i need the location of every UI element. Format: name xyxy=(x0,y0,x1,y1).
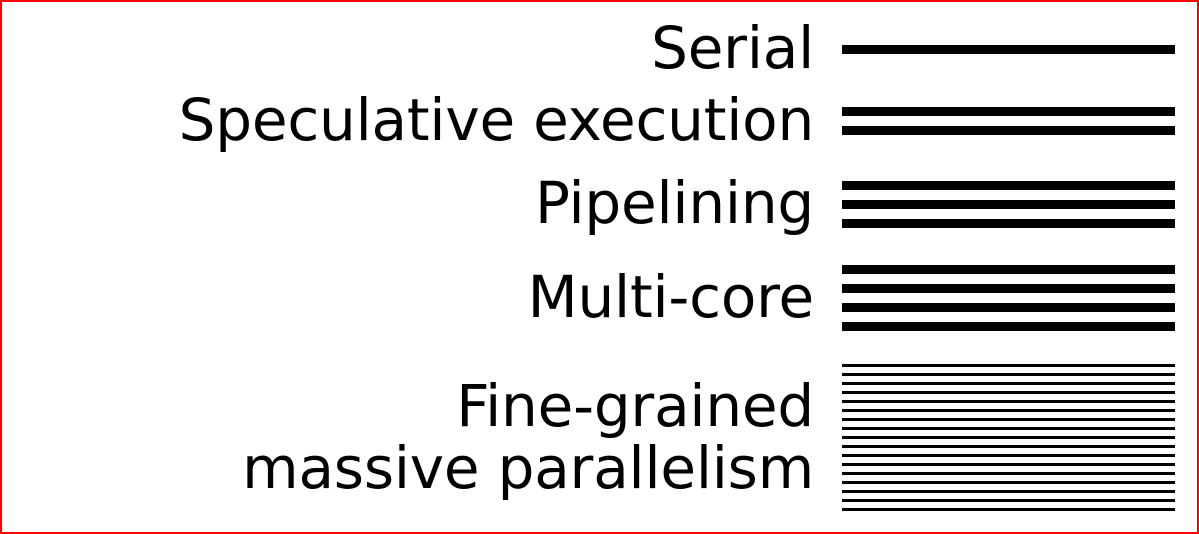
bar-group-speculative-execution xyxy=(842,107,1175,135)
row-label-multi-core: Multi-core xyxy=(527,262,815,331)
bar xyxy=(842,471,1175,475)
bar xyxy=(842,453,1175,457)
bar xyxy=(842,302,1175,312)
bar xyxy=(842,381,1175,385)
row-serial: Serial xyxy=(2,12,1197,86)
bar xyxy=(842,321,1175,331)
row-pipelining: Pipelining xyxy=(2,159,1197,249)
bar xyxy=(842,426,1175,430)
bar xyxy=(842,417,1175,421)
bar xyxy=(842,507,1175,511)
bar xyxy=(842,218,1175,228)
bar xyxy=(842,264,1175,274)
bar-group-pipelining xyxy=(842,180,1175,228)
row-fine-grained-massive-parallelism: Fine-grained massive parallelism xyxy=(2,346,1197,528)
bar xyxy=(842,199,1175,209)
bar-group-fine-grained-massive-parallelism xyxy=(842,363,1175,511)
row-speculative-execution: Speculative execution xyxy=(2,83,1197,159)
bar xyxy=(842,180,1175,190)
bar xyxy=(842,399,1175,403)
bar xyxy=(842,126,1175,135)
bar-group-serial xyxy=(842,44,1175,54)
bar xyxy=(842,444,1175,448)
bar xyxy=(842,489,1175,493)
bar xyxy=(842,390,1175,394)
row-label-speculative-execution: Speculative execution xyxy=(178,86,815,155)
bar xyxy=(842,435,1175,439)
bar xyxy=(842,372,1175,376)
bar xyxy=(842,408,1175,412)
bar xyxy=(842,480,1175,484)
row-label-fine-grained-massive-parallelism: Fine-grained massive parallelism xyxy=(242,371,814,502)
row-multi-core: Multi-core xyxy=(2,249,1197,346)
row-label-serial: Serial xyxy=(651,14,814,83)
bar xyxy=(842,498,1175,502)
bar xyxy=(842,283,1175,293)
row-label-pipelining: Pipelining xyxy=(535,169,814,238)
bar xyxy=(842,44,1175,54)
bar xyxy=(842,462,1175,466)
bar xyxy=(842,363,1175,367)
bar-group-multi-core xyxy=(842,264,1175,331)
bar xyxy=(842,107,1175,116)
